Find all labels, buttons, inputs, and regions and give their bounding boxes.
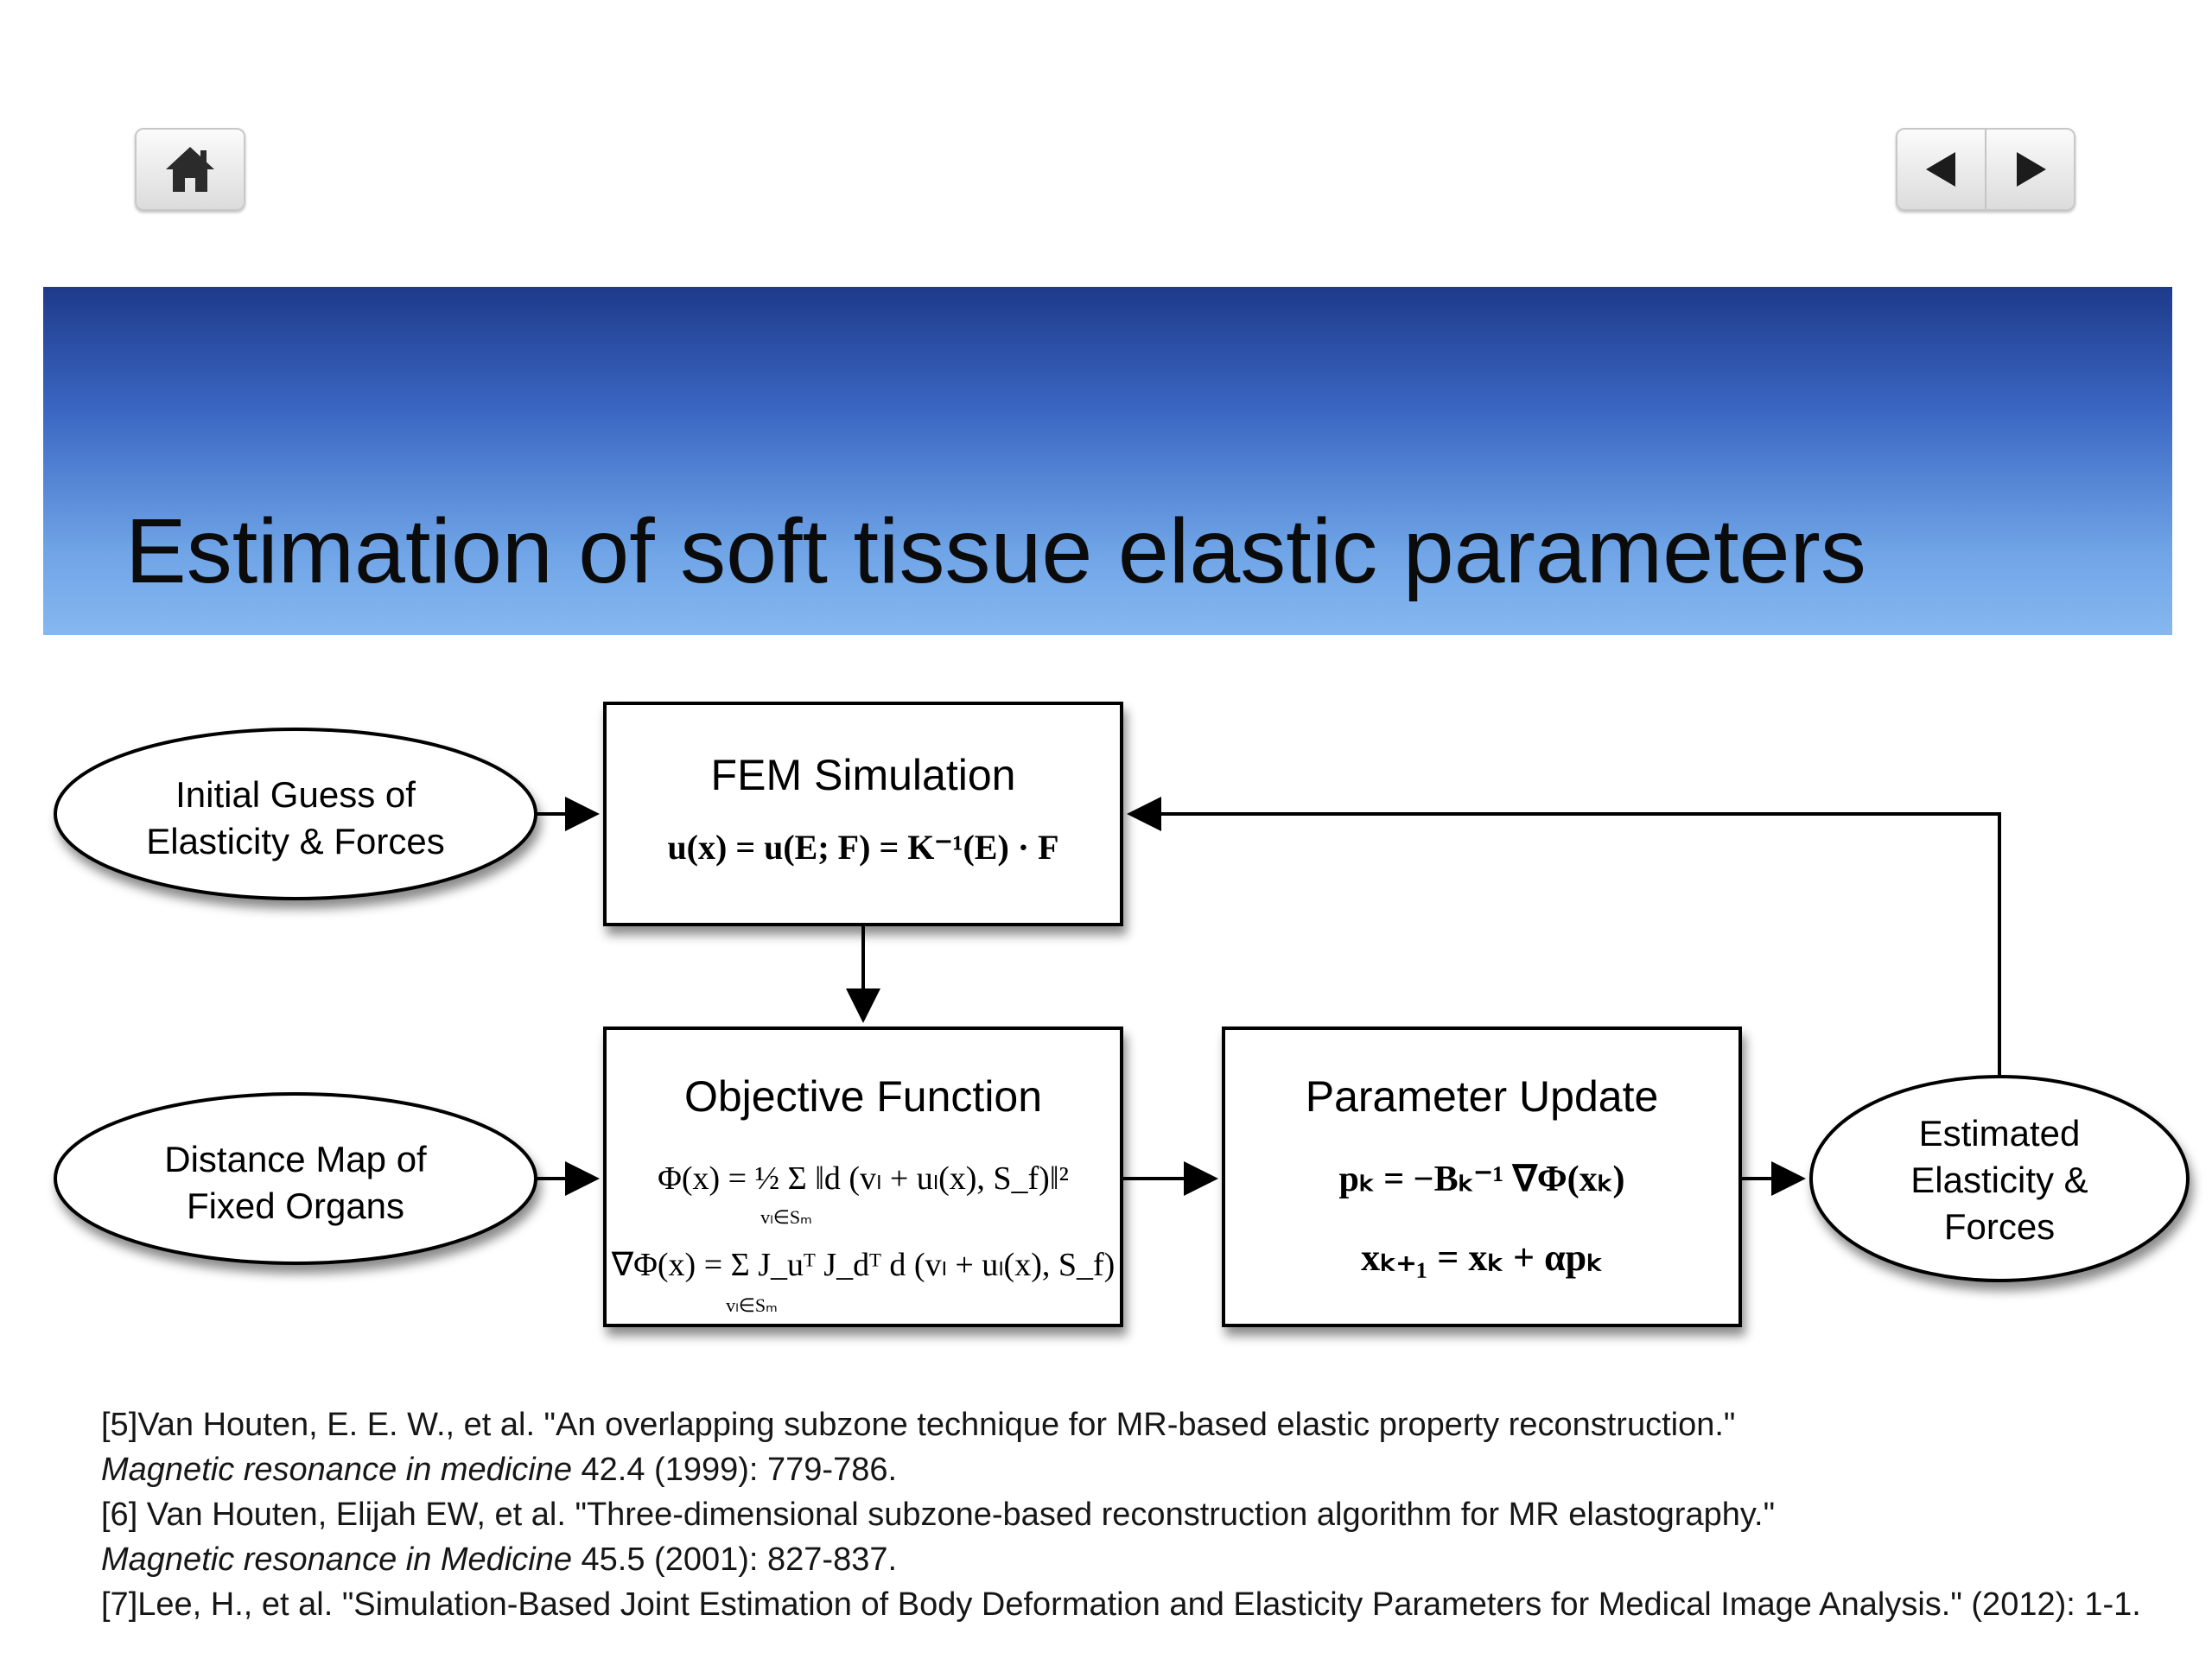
slide-title: Estimation of soft tissue elastic parame… (125, 500, 1866, 602)
previous-button[interactable] (1897, 130, 1985, 209)
reference-6-line-1: [6] Van Houten, Elijah EW, et al. "Three… (101, 1497, 1776, 1533)
reference-6-journal: Magnetic resonance in Medicine (101, 1541, 572, 1578)
initial-guess-line1: Initial Guess of (175, 774, 416, 815)
reference-5-line-2: Magnetic resonance in medicine 42.4 (199… (101, 1452, 897, 1489)
param-update-formula-1: pₖ = −Bₖ⁻¹ ∇Φ(xₖ) (1338, 1160, 1624, 1199)
triangle-right-icon (2016, 152, 2046, 187)
reference-5-line-1: [5]Van Houten, E. E. W., et al. "An over… (101, 1407, 1736, 1443)
fem-simulation-node: FEM Simulation u(x) = u(E; F) = K⁻¹(E) ·… (603, 702, 1123, 926)
title-band (43, 287, 2172, 635)
reference-6-details: 45.5 (2001): 827-837. (571, 1541, 898, 1578)
button-separator (1985, 130, 1986, 209)
triangle-left-icon (1925, 152, 1955, 187)
objective-formula-1: Φ(x) = ½ Σ ‖d (vₗ + uₗ(x), S_f)‖² (658, 1160, 1069, 1197)
reference-7-line-1: [7]Lee, H., et al. "Simulation-Based Joi… (101, 1586, 2141, 1623)
estimated-line3: Forces (1944, 1206, 2055, 1247)
objective-title: Objective Function (684, 1072, 1042, 1121)
fem-formula: u(x) = u(E; F) = K⁻¹(E) · F (667, 828, 1058, 867)
objective-function-node: Objective Function Φ(x) = ½ Σ ‖d (vₗ + u… (603, 1027, 1123, 1327)
reference-6-line-2: Magnetic resonance in Medicine 45.5 (200… (101, 1541, 897, 1579)
page-nav-group (1896, 128, 2075, 211)
param-update-formula-2: xₖ₊₁ = xₖ + αpₖ (1361, 1236, 1603, 1279)
distance-map-node: Distance Map of Fixed Organs (54, 1092, 537, 1265)
distance-map-line1: Distance Map of (164, 1139, 427, 1179)
home-icon (166, 147, 214, 192)
reference-5-journal: Magnetic resonance in medicine (101, 1452, 572, 1488)
estimated-node: Estimated Elasticity & Forces (1809, 1075, 2190, 1282)
parameter-update-node: Parameter Update pₖ = −Bₖ⁻¹ ∇Φ(xₖ) xₖ₊₁ … (1222, 1027, 1742, 1327)
objective-sum-index-2: vₗ∈Sₘ (726, 1294, 778, 1316)
fem-title: FEM Simulation (711, 751, 1016, 799)
arrow-estimated-to-fem (1127, 797, 2001, 1077)
flow-diagram: Initial Guess of Elasticity & Forces Dis… (54, 702, 2190, 1327)
initial-guess-node: Initial Guess of Elasticity & Forces (54, 728, 537, 900)
estimated-line1: Estimated (1919, 1113, 2081, 1154)
param-update-title: Parameter Update (1306, 1072, 1659, 1121)
next-button[interactable] (1986, 130, 2074, 209)
distance-map-line2: Fixed Organs (187, 1185, 404, 1226)
objective-sum-index-1: vₗ∈Sₘ (760, 1206, 812, 1228)
objective-formula-2: ∇Φ(x) = Σ J_uᵀ J_dᵀ d (vₗ + uₗ(x), S_f) (611, 1247, 1116, 1283)
home-button[interactable] (135, 128, 245, 211)
estimated-line2: Elasticity & (1910, 1160, 2088, 1200)
initial-guess-line2: Elasticity & Forces (146, 821, 444, 861)
reference-5-details: 42.4 (1999): 779-786. (571, 1452, 898, 1488)
